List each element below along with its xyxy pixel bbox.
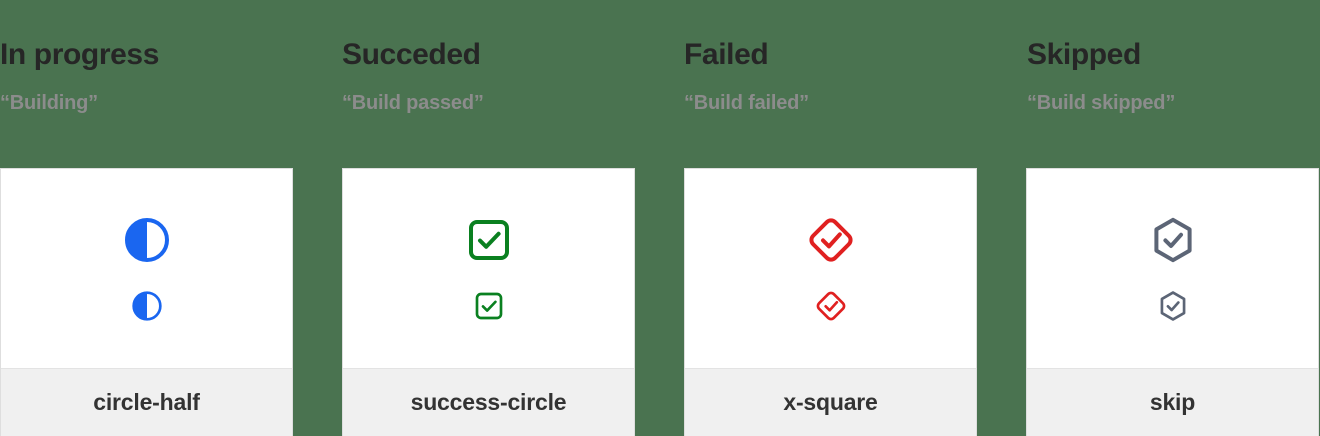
- icon-card-label: success-circle: [410, 389, 567, 415]
- icon-preview-area: [1027, 169, 1318, 368]
- status-subtitle: “Build passed”: [342, 92, 484, 114]
- circle-half-icon: [123, 216, 171, 264]
- skip-icon: [1149, 216, 1197, 264]
- icon-card-label: circle-half: [93, 389, 200, 415]
- circle-half-icon: [131, 290, 163, 322]
- skip-icon: [1157, 290, 1189, 322]
- page-title: Skipped: [1027, 38, 1141, 71]
- page-title: In progress: [0, 38, 159, 71]
- icon-card-footer: success-circle: [343, 368, 634, 436]
- icon-card-footer: skip: [1027, 368, 1318, 436]
- status-subtitle: “Build failed”: [684, 92, 809, 114]
- page-title: Succeded: [342, 38, 481, 71]
- icon-card-label: skip: [1149, 389, 1196, 415]
- status-subtitle: “Building”: [0, 92, 98, 114]
- icon-preview-area: [685, 169, 976, 368]
- status-subtitle: “Build skipped”: [1027, 92, 1176, 114]
- x-square-icon: [815, 290, 847, 322]
- icon-card-footer: circle-half: [1, 368, 292, 436]
- icon-preview-area: [343, 169, 634, 368]
- status-column-failed: Failed “Build failed”: [680, 0, 1020, 436]
- status-column-skipped: Skipped “Build skipped”: [1020, 0, 1320, 436]
- success-circle-icon: [473, 290, 505, 322]
- icon-card-label: x-square: [783, 389, 878, 415]
- icon-card-footer: x-square: [685, 368, 976, 436]
- icon-card-x-square[interactable]: x-square: [684, 168, 977, 436]
- icon-card-success-circle[interactable]: success-circle: [342, 168, 635, 436]
- x-square-icon: [807, 216, 855, 264]
- page-title: Failed: [684, 38, 769, 71]
- icon-card-skip[interactable]: skip: [1026, 168, 1319, 436]
- success-circle-icon: [465, 216, 513, 264]
- status-column-succeded: Succeded “Build passed”: [340, 0, 680, 436]
- icon-card-circle-half[interactable]: circle-half: [0, 168, 293, 436]
- status-column-in-progress: In progress “Building”: [0, 0, 340, 436]
- icon-preview-area: [1, 169, 292, 368]
